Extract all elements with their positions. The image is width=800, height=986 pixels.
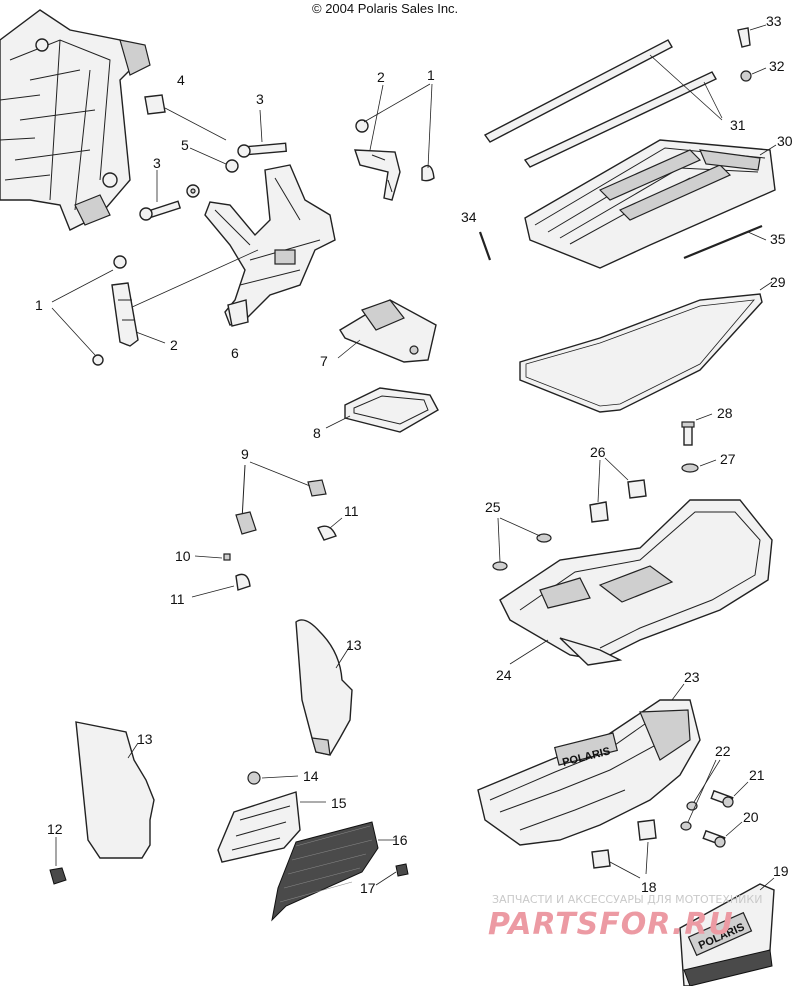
part-35-rod: [683, 224, 767, 260]
label-6: 6: [231, 345, 239, 361]
label-23: 23: [684, 669, 700, 685]
label-27: 27: [720, 451, 736, 467]
label-33: 33: [766, 13, 782, 29]
label-2: 2: [170, 337, 178, 353]
label-9: 9: [241, 446, 249, 462]
label-19: 19: [773, 863, 789, 879]
label-26: 26: [590, 444, 606, 460]
label-8: 8: [313, 425, 321, 441]
label-32: 32: [769, 58, 785, 74]
label-21: 21: [749, 767, 765, 783]
part-26-mount: [589, 457, 647, 523]
part-5-nut: [186, 147, 239, 198]
part-33-clip: [737, 24, 767, 48]
part-22-washers: [680, 759, 721, 831]
part-23-bumper: POLARIS: [477, 683, 701, 846]
label-34: 34: [461, 209, 477, 225]
frame-assembly: [0, 9, 151, 231]
label-25: 25: [485, 499, 501, 515]
part-25-fasteners: [492, 517, 552, 571]
label-13: 13: [137, 731, 153, 747]
label-1: 1: [427, 67, 435, 83]
label-3: 3: [256, 91, 264, 107]
part-20-bolt: [702, 821, 743, 848]
part-15-grille-frame: [217, 791, 326, 863]
label-31: 31: [730, 117, 746, 133]
part-21-bolt: [710, 781, 749, 808]
part-7-plate: [337, 299, 437, 363]
label-18: 18: [641, 879, 657, 895]
label-11: 11: [344, 503, 359, 519]
part-3-bolt-left: [139, 170, 182, 221]
label-12: 12: [47, 821, 63, 837]
part-14-grommet: [247, 771, 299, 785]
label-1: 1: [35, 297, 43, 313]
part-8-gasket: [325, 387, 439, 433]
front-rack-support: [129, 164, 336, 327]
label-7: 7: [320, 353, 328, 369]
part-11-clip-right: [317, 517, 343, 541]
label-11: 11: [170, 591, 185, 607]
part-13-panel-left: [75, 721, 155, 859]
label-14: 14: [303, 768, 319, 784]
part-32-nut: [740, 67, 767, 82]
part-30-rack: [524, 139, 777, 269]
label-15: 15: [331, 795, 347, 811]
label-17: 17: [360, 880, 376, 896]
part-31-rails: [483, 39, 723, 168]
label-10: 10: [175, 548, 191, 564]
label-35: 35: [770, 231, 786, 247]
part-3-bolt-upper: [237, 109, 288, 158]
watermark-tagline: ЗАПЧАСТИ И АКСЕССУАРЫ ДЛЯ МОТОТЕХНИКИ: [492, 893, 762, 906]
part-27-washer: [681, 459, 717, 473]
watermark-brand: PARTSFOR.RU: [488, 907, 734, 942]
part-29-seal: [519, 281, 773, 413]
part-28-bolt: [681, 413, 713, 446]
copyright-text: © 2004 Polaris Sales Inc.: [312, 1, 458, 16]
label-24: 24: [496, 667, 512, 683]
part-12-fastener: [49, 837, 67, 885]
part-16-mesh-screen: [271, 821, 396, 922]
part-19-mud-flap: POLARIS: [679, 877, 775, 986]
label-2: 2: [377, 69, 385, 85]
part-11-clip-left: [191, 573, 251, 598]
part-24-front-fender: [499, 499, 773, 666]
label-20: 20: [743, 809, 759, 825]
bracket-2-left: [51, 255, 166, 366]
label-3: 3: [153, 155, 161, 171]
part-9-harness: [235, 461, 327, 535]
label-5: 5: [181, 137, 189, 153]
label-4: 4: [177, 72, 185, 88]
label-13: 13: [346, 637, 362, 653]
part-34-pin: [478, 231, 492, 261]
part-10-pin: [194, 553, 231, 561]
label-30: 30: [777, 133, 793, 149]
label-22: 22: [715, 743, 731, 759]
part-13-panel-center: [295, 619, 353, 756]
part-4-cap: [144, 94, 227, 141]
label-28: 28: [717, 405, 733, 421]
part-18-clips: [591, 819, 657, 879]
label-16: 16: [392, 832, 408, 848]
bracket-2-top: [354, 83, 435, 201]
part-17-screw: [375, 863, 409, 886]
label-29: 29: [770, 274, 786, 290]
